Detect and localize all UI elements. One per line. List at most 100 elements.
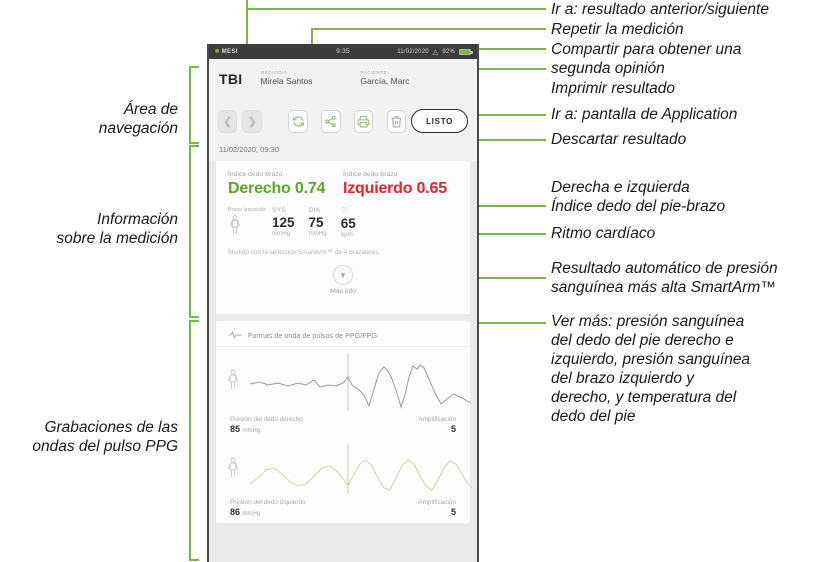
right-index-block: Índice dedo-brazo Derecho 0.74 — [228, 171, 343, 198]
heart-icon: ♡ — [340, 206, 348, 215]
heart-rate-value: 65 — [340, 216, 356, 231]
dia-block: DIA 75 mmHg — [309, 207, 327, 237]
wifi-icon: △ — [432, 48, 439, 56]
unit: mmHg — [242, 511, 261, 518]
result-timestamp: 11/02/2020, 09:30 — [209, 141, 477, 161]
annotation-discard-result: Descartar resultado — [551, 131, 687, 148]
right-amplification: Amplificación 5 — [418, 416, 456, 434]
index-row: Índice dedo-brazo Derecho 0.74 Índice de… — [216, 171, 470, 198]
heart-rate-block: ♡ 65 bpm — [340, 206, 356, 239]
heart-rate-unit: bpm — [340, 231, 353, 238]
mesi-brand: ■ MESI — [215, 48, 238, 55]
leaf-icon: ■ — [215, 48, 220, 55]
left-index-label: Índice dedo-brazo — [343, 171, 398, 178]
patient-label: PACIENTE — [360, 70, 388, 75]
smartarm-note: Medido con la selección SmartArm™ de 4 b… — [228, 249, 381, 257]
left-toe-pressure: Presión del dedo izquierdo 86 mmHg — [230, 499, 306, 517]
ppg-trace-right — [249, 353, 472, 412]
left-index-block: Índice dedo-brazo Izquierdo 0.65 — [343, 171, 458, 198]
left-toe-pressure-label: Presión del dedo izquierdo — [230, 499, 306, 507]
left-amplification-label: Amplificación — [418, 499, 456, 507]
leader-line — [455, 114, 546, 116]
refresh-icon — [292, 116, 304, 126]
done-button[interactable]: LISTO — [411, 109, 469, 133]
annotation-measurement-info: Información sobre la medición — [56, 211, 178, 247]
right-index-label: Índice dedo-brazo — [228, 171, 283, 178]
dia-caption: DIA — [308, 207, 321, 214]
ppg-block-left: Presión del dedo izquierdo 86 mmHg Ampli… — [216, 440, 473, 517]
chevron-right-icon: ❯ — [247, 115, 257, 128]
doctor-field: MÉDICO/A Mirela Santos — [260, 66, 312, 86]
discard-result-button[interactable] — [386, 109, 407, 133]
chevron-down-icon: ▾ — [333, 265, 353, 286]
right-amplification-label: Amplificación — [418, 416, 456, 424]
print-icon — [357, 115, 370, 127]
leader-line — [189, 320, 199, 322]
trash-icon — [391, 115, 402, 127]
navigation-toolbar: ❮ ❯ — [209, 101, 477, 141]
pulse-wave-icon — [228, 331, 242, 340]
sys-caption: SYS — [272, 207, 287, 214]
leader-line — [189, 559, 199, 561]
right-toe-pressure-label: Presión del dedo derecho — [230, 416, 303, 424]
share-icon — [325, 115, 337, 127]
app-header: TBI MÉDICO/A Mirela Santos PACIENTE Garc… — [209, 59, 477, 101]
next-result-button[interactable]: ❯ — [242, 109, 262, 133]
ppg-trace-left — [249, 444, 473, 495]
dia-value: 75 — [308, 215, 324, 230]
annotation-navigation-area: Área de navegación — [98, 101, 178, 137]
more-info-button[interactable]: ▾ Más info — [216, 256, 470, 304]
print-button[interactable] — [354, 109, 374, 133]
body-left-foot-icon — [226, 457, 248, 484]
body-right-foot-icon — [226, 369, 248, 396]
leader-line — [189, 145, 191, 317]
doctor-name: Mirela Santos — [260, 76, 313, 86]
status-time: 9:35 — [336, 48, 350, 55]
sys-block: SYS 125 mmHg — [272, 207, 295, 237]
ppg-footer-left: Presión del dedo izquierdo 86 mmHg Ampli… — [216, 496, 470, 517]
ppg-block-right: Presión del dedo derecho 85 mmHg Amplifi… — [216, 347, 472, 434]
value: 85 — [230, 424, 241, 435]
annotation-smartarm-auto-result: Resultado automático de presión sanguíne… — [551, 260, 778, 296]
leader-line — [189, 145, 199, 147]
leader-line — [189, 320, 191, 560]
annotation-go-to-application-screen: Ir a: pantalla de Application — [551, 106, 738, 123]
sys-unit: mmHg — [272, 230, 291, 237]
vitals-row: Brazo izquierdo SYS 125 mmHg DI — [216, 198, 470, 240]
annotation-print-result: Imprimir resultado — [551, 80, 676, 97]
tablet-device-frame: ■ MESI 9:35 11/02/2020 △ 92% TBI MÉDICO/… — [207, 44, 479, 562]
battery-percent: 92% — [442, 48, 455, 55]
arm-label: Brazo izquierdo — [228, 207, 266, 213]
repeat-measurement-button[interactable] — [288, 109, 308, 133]
patient-name: García, Marc — [360, 76, 410, 86]
annotation-share-second-opinion: Compartir para obtener una segunda opini… — [551, 41, 742, 77]
leader-line — [189, 316, 199, 318]
sys-value: 125 — [272, 215, 295, 230]
right-toe-pressure-value: 85 mmHg — [230, 424, 303, 434]
leader-line — [246, 8, 546, 10]
leader-line — [189, 142, 199, 144]
annotation-right-left-index: Derecha e izquierda Índice dedo del pie-… — [551, 179, 726, 215]
dia-unit: mmHg — [308, 230, 327, 237]
arm-indicator: Brazo izquierdo — [228, 207, 272, 240]
value: 86 — [230, 507, 241, 518]
doctor-label: MÉDICO/A — [260, 70, 288, 75]
brand-label: MESI — [221, 48, 238, 55]
left-toe-pressure-value: 86 mmHg — [230, 507, 306, 517]
ppg-card-header: Formas de onda de pulsos de PPG/FPG — [216, 330, 470, 348]
right-amplification-value: 5 — [450, 424, 456, 435]
annotation-ppg-recordings: Grabaciones de las ondas del pulso PPG — [32, 419, 178, 455]
annotation-prev-next-result: Ir a: resultado anterior/siguiente — [551, 1, 769, 18]
left-index-value: Izquierdo 0.65 — [343, 180, 447, 197]
more-info-label: Más info — [330, 288, 356, 296]
prev-result-button[interactable]: ❮ — [218, 109, 238, 133]
status-bar: ■ MESI 9:35 11/02/2020 △ 92% — [209, 44, 477, 59]
annotation-repeat-measurement: Repetir la medición — [551, 21, 684, 38]
right-toe-pressure: Presión del dedo derecho 85 mmHg — [230, 416, 303, 434]
share-button[interactable] — [321, 109, 341, 133]
annotation-heart-rate: Ritmo cardíaco — [551, 225, 656, 242]
leader-line — [189, 66, 191, 143]
leader-line — [311, 28, 546, 30]
ppg-graph-right — [216, 351, 472, 413]
chevron-left-icon: ❮ — [223, 115, 233, 128]
